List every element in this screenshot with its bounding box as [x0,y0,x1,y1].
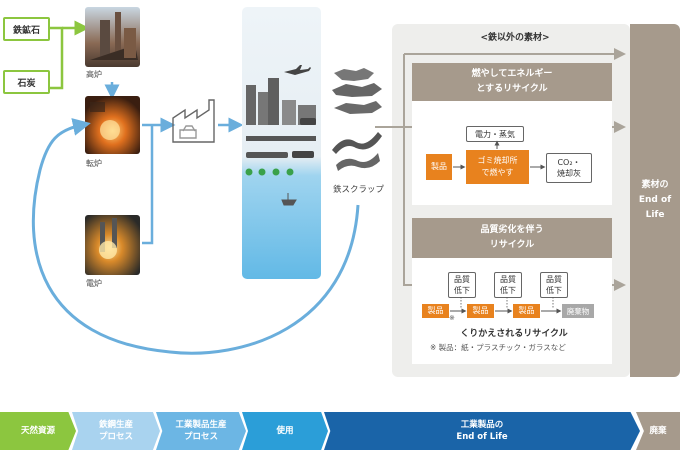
society-use-illustration [242,7,321,279]
stage-industrial-production: 工業製品生産 プロセス [156,412,246,450]
stage-3-line-1: 工業製品生産 [175,420,227,430]
quality-drop-box-2: 品質 低下 [494,272,522,298]
quality-drop-1-line-1: 品質 [454,275,470,284]
ship-icon [281,193,297,206]
product-box-2: 製品 [467,304,494,318]
degrade-header-line-2: リサイクル [489,240,535,250]
product-box-1: 製品 [422,304,449,318]
stage-product-end-of-life: 工業製品の End of Life [324,412,640,450]
quality-drop-2-line-2: 低下 [500,286,516,295]
gray-panel-trunk [392,126,412,286]
converter-caption: 転炉 [86,159,102,168]
quality-drop-3-line-1: 品質 [546,275,562,284]
blast-furnace-caption: 高炉 [86,70,102,79]
ash-line: 焼却灰 [557,169,581,178]
combustion-recycling-header: 燃やしてエネルギー とするリサイクル [412,63,612,101]
product-note: ※ 製品：紙・プラスチック・ガラスなど [430,343,566,352]
incinerator-box: ゴミ焼却所 で燃やす [466,150,529,184]
stage-use: 使用 [242,412,328,450]
electric-furnace-photo [85,215,140,275]
stage-natural-resources: 天然資源 [0,412,76,450]
quality-drop-box-3: 品質 低下 [540,272,568,298]
scrap-pile-illustration [332,68,382,171]
scrap-caption: 鉄スクラップ [333,185,385,195]
power-steam-box: 電力・蒸気 [466,126,524,142]
ef-out-line [142,125,154,245]
stage-5-line-1: 工業製品の [460,420,504,430]
stage-6-line-1: 廃棄 [649,426,667,436]
non-iron-title: <鉄以外の素材> [480,33,550,43]
airplane-icon [284,65,311,75]
quality-drop-1-line-2: 低下 [454,286,470,295]
material-end-of-life-label: 素材の End of Life [630,170,680,230]
stage-3-line-2: プロセス [183,432,218,442]
waste-box: 廃棄物 [562,304,594,318]
co2-line: CO₂・ [557,158,581,167]
combustion-header-line-2: とするリサイクル [476,84,548,94]
coal-box: 石炭 [3,70,50,94]
quality-drop-box-1: 品質 低下 [448,272,476,298]
stage-4-line-1: 使用 [276,426,294,436]
stage-2-line-2: プロセス [98,432,133,442]
stage-1-line-1: 天然資源 [20,426,55,436]
stage-5-line-2: End of Life [456,432,508,442]
degrade-header-line-1: 品質劣化を伴う [480,225,544,235]
quality-drop-2-line-1: 品質 [500,275,516,284]
co2-ash-box: CO₂・ 焼却灰 [546,153,592,183]
eol-line-3: Life [645,209,665,220]
scrap-return-arrow [31,118,360,355]
raw-material-connector [48,26,64,90]
electric-furnace-caption: 電炉 [86,279,102,288]
eol-line-1: 素材の [641,179,669,190]
product-box-3: 製品 [513,304,540,318]
eol-line-2: End of [638,194,672,205]
quality-drop-3-line-2: 低下 [546,286,562,295]
repeated-recycling-label: くりかえされるリサイクル [460,329,568,339]
combustion-header-line-1: 燃やしてエネルギー [471,69,553,79]
blast-furnace-photo [85,7,140,67]
end-of-life-column [630,24,680,377]
stage-steel-production: 鉄鋼生産 プロセス [72,412,160,450]
stage-2-line-1: 鉄鋼生産 [98,420,133,430]
factory-icon [172,99,215,143]
converter-photo [85,96,140,154]
degrading-recycling-header: 品質劣化を伴う リサイクル [412,218,612,258]
iron-ore-box: 鉄鉱石 [3,17,50,41]
incinerator-line-2: で燃やす [481,168,514,177]
asterisk-mark: ※ [449,314,455,322]
incinerator-line-1: ゴミ焼却所 [477,156,518,165]
product-box-combustion: 製品 [426,154,452,180]
